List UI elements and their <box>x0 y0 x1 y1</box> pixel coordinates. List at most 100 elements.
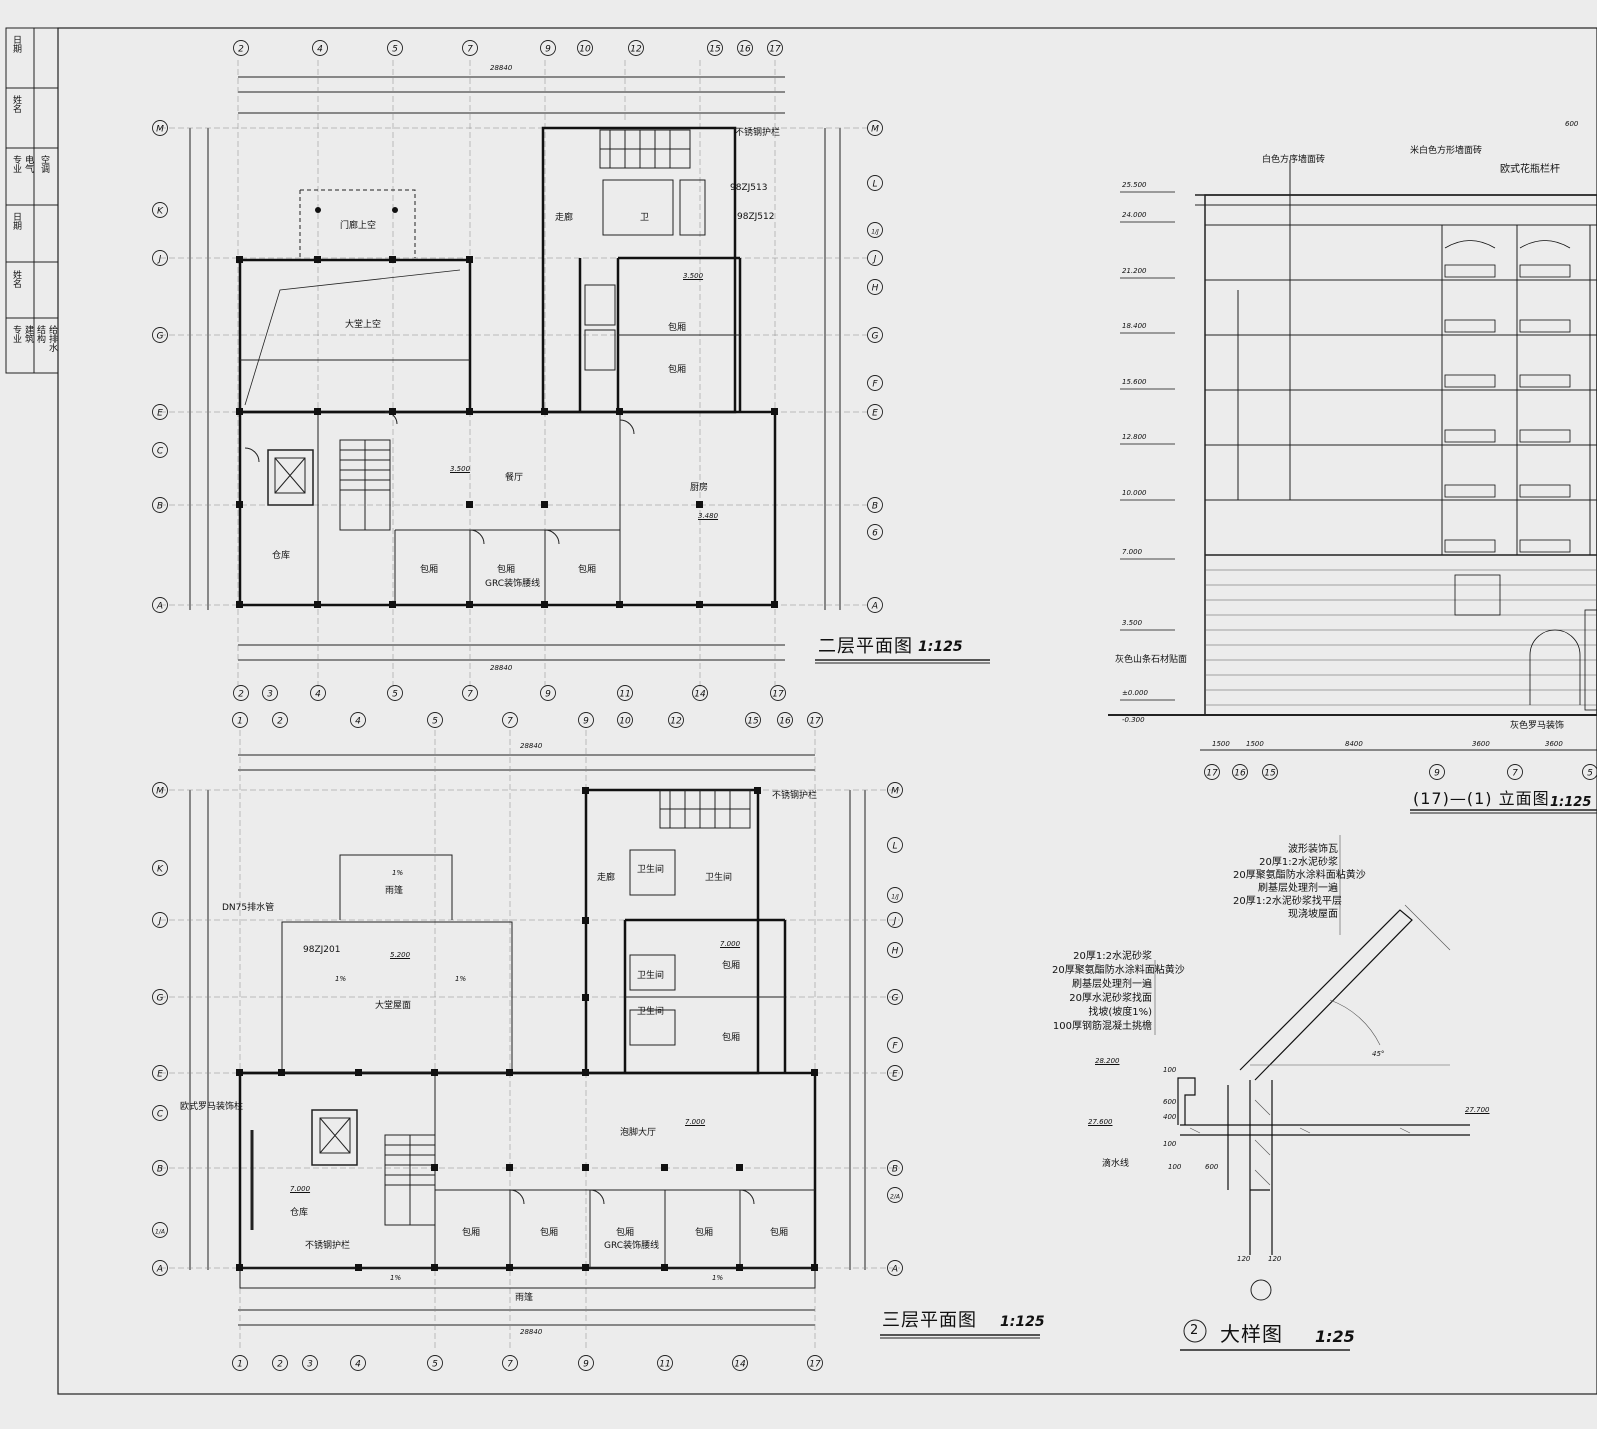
detail-elev-2: 27.600 <box>1088 1118 1113 1126</box>
plan3-axis-top-9: 9 <box>579 713 594 728</box>
svg-text:10: 10 <box>619 717 631 727</box>
plan2-axis-left-K: K <box>153 203 168 218</box>
detail-dim-6: 100 <box>1168 1163 1181 1171</box>
plan3-axis-bottom-3: 3 <box>303 1356 318 1371</box>
svg-text:3: 3 <box>307 1360 313 1370</box>
detail-roof-layer-1: 波形装饰瓦 <box>1233 843 1338 856</box>
svg-text:12: 12 <box>630 45 642 55</box>
plan3-canopy-top: 雨篷 <box>385 883 403 896</box>
plan3-axis-top-2: 2 <box>273 713 288 728</box>
tb-date-1: 日期 <box>10 35 23 53</box>
detail-roof-layers: 波形装饰瓦 20厚1:2水泥砂浆 20厚聚氨酯防水涂料面粘黄沙 刷基层处理剂一遍… <box>1233 843 1338 921</box>
plan2-rail-note: 不锈钢护栏 <box>735 125 780 138</box>
svg-text:1/J: 1/J <box>891 894 899 901</box>
elev-note-white-tile: 白色方序墙面砖 <box>1262 152 1325 165</box>
svg-text:7: 7 <box>467 690 473 700</box>
plan3-axis-right-H: H <box>888 943 903 958</box>
plan2-room-corridor: 走廊 <box>555 210 573 223</box>
detail-flat-layer-1: 20厚1:2水泥砂浆 <box>1052 950 1152 964</box>
svg-text:10: 10 <box>579 45 591 55</box>
svg-text:J: J <box>892 917 897 927</box>
plan2-axis-top-17: 17 <box>768 41 783 56</box>
plan3-roman-note: 欧式罗马装饰柱 <box>180 1099 243 1112</box>
plan3-room-corridor: 走廊 <box>597 870 615 883</box>
plan2-axis-top-2: 2 <box>234 41 249 56</box>
detail-flat-layer-3: 刷基层处理剂一遍 <box>1052 978 1152 992</box>
detail-elev-3: 27.700 <box>1465 1106 1490 1114</box>
plan2-ref1: 98ZJ513 <box>730 183 767 193</box>
svg-text:17: 17 <box>809 1360 821 1370</box>
plan2-axis-bottom-14: 14 <box>693 686 708 701</box>
detail-roof-layer-4: 刷基层处理剂一遍 <box>1233 882 1338 895</box>
svg-text:6: 6 <box>872 529 878 539</box>
svg-text:C: C <box>157 447 164 457</box>
detail-roof-layer-2: 20厚1:2水泥砂浆 <box>1233 856 1338 869</box>
elevation-scale: 1:125 <box>1550 795 1591 810</box>
svg-text:3: 3 <box>267 690 273 700</box>
plan2-axis-right-G: G <box>868 328 883 343</box>
svg-text:16: 16 <box>1234 769 1246 779</box>
tb-electric: 电气 <box>22 155 35 173</box>
svg-text:B: B <box>872 502 878 512</box>
svg-text:4: 4 <box>317 45 323 55</box>
svg-text:A: A <box>871 602 878 612</box>
svg-text:7: 7 <box>507 717 513 727</box>
svg-text:11: 11 <box>659 1360 670 1370</box>
detail-dim-3: 400 <box>1163 1113 1176 1121</box>
svg-text:15: 15 <box>709 45 721 55</box>
svg-text:F: F <box>872 380 878 390</box>
plan2-elev-restaurant: 3.500 <box>450 465 470 473</box>
elev-level-10: ±0.000 <box>1122 689 1148 697</box>
plan3-axis-top-17: 17 <box>808 713 823 728</box>
detail-dim-2: 600 <box>1163 1098 1176 1106</box>
svg-text:5: 5 <box>1587 769 1593 779</box>
elev-axis-15: 15 <box>1263 765 1278 780</box>
plan2-axis-right-B: B <box>868 498 883 513</box>
plan3-room-box2: 包厢 <box>722 1030 740 1043</box>
plan3-axis-right-L: L <box>888 838 903 853</box>
svg-text:H: H <box>872 284 879 294</box>
plan2-scale: 1:125 <box>918 639 963 655</box>
plan2-axis-right-1/J: 1/J <box>868 223 883 238</box>
svg-text:1: 1 <box>237 1360 243 1370</box>
plan3-axis-bottom-2: 2 <box>273 1356 288 1371</box>
plan2-room-void-hall: 大堂上空 <box>345 317 381 330</box>
elev-axis-17: 17 <box>1205 765 1220 780</box>
plan3-room-box5: 包厢 <box>616 1225 634 1238</box>
svg-text:M: M <box>156 125 164 135</box>
svg-text:17: 17 <box>772 690 784 700</box>
plan3-scale: 1:125 <box>1000 1314 1045 1330</box>
elev-top-dim: 600 <box>1565 120 1578 128</box>
plan3-pipe-note: DN75排水管 <box>222 900 274 913</box>
plan2-axis-top-12: 12 <box>629 41 644 56</box>
svg-text:1: 1 <box>237 717 243 727</box>
elev-axis-16: 16 <box>1233 765 1248 780</box>
svg-text:E: E <box>157 409 163 419</box>
svg-text:G: G <box>872 332 879 342</box>
svg-text:G: G <box>157 332 164 342</box>
plan3-slope-4: 1% <box>390 1274 401 1282</box>
svg-text:E: E <box>157 1070 163 1080</box>
svg-text:C: C <box>157 1110 164 1120</box>
plan3-axis-top-10: 10 <box>618 713 633 728</box>
plan2-axis-right-L: L <box>868 176 883 191</box>
svg-text:17: 17 <box>1206 769 1218 779</box>
plan3-room-toilet3: 卫生间 <box>637 968 664 981</box>
svg-text:14: 14 <box>734 1360 746 1370</box>
detail-number: 2 <box>1190 1323 1198 1338</box>
svg-text:1/A: 1/A <box>155 1229 165 1236</box>
plan3-axis-left-K: K <box>153 861 168 876</box>
svg-text:7: 7 <box>1512 769 1518 779</box>
plan2-room-void-entrance: 门廊上空 <box>340 218 376 231</box>
svg-text:9: 9 <box>545 690 551 700</box>
plan3-rail-note: 不锈钢护栏 <box>772 788 817 801</box>
svg-text:B: B <box>157 502 163 512</box>
plan2-ref2: 98ZJ512 <box>737 212 774 222</box>
plan2-axis-top-16: 16 <box>738 41 753 56</box>
elev-level-4: 18.400 <box>1122 322 1147 330</box>
title-block <box>6 28 58 373</box>
plan2-axis-bottom-7: 7 <box>463 686 478 701</box>
